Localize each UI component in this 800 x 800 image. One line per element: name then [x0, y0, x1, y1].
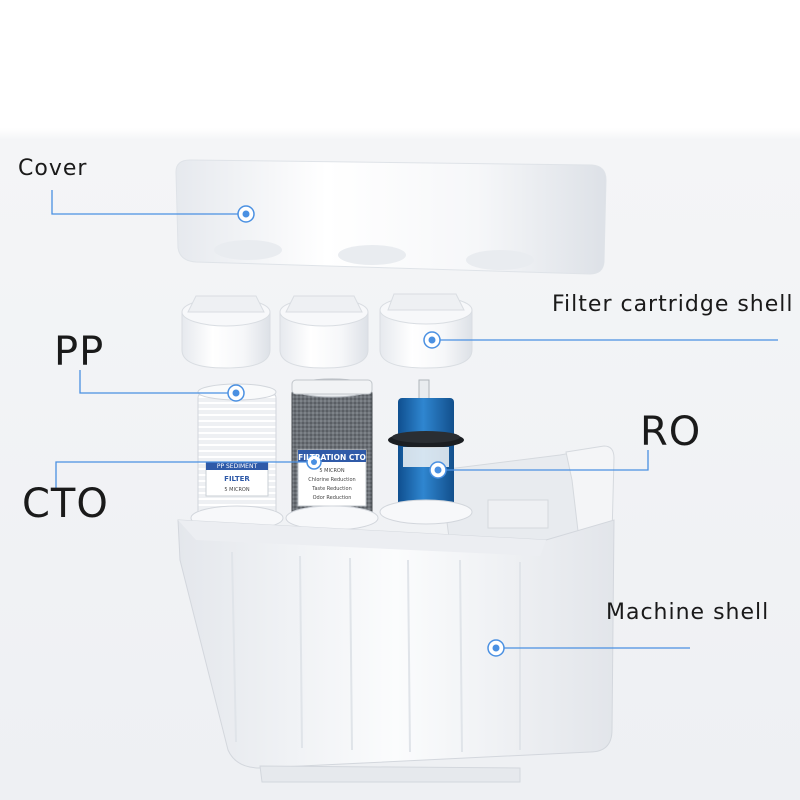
- leader-lines: [51, 190, 778, 649]
- cto-label-title: FILTRATION CTO: [298, 453, 366, 462]
- marker-cto: [306, 454, 322, 470]
- cto-cartridge: [291, 378, 373, 519]
- leader-line-ro: [438, 450, 649, 471]
- cover-part: [175, 159, 607, 275]
- leader-line-cover: [51, 190, 246, 215]
- marker-ro: [429, 461, 447, 479]
- marker-cover: [237, 205, 255, 223]
- marker-filter-shell: [423, 331, 441, 349]
- label-cover: Cover: [18, 156, 88, 181]
- label-machine-shell: Machine shell: [606, 600, 770, 625]
- cap-right: [379, 293, 473, 369]
- pp-label-line1: PP SEDIMENT: [217, 463, 258, 470]
- pp-cartridge: [197, 383, 277, 521]
- pp-label-line3: 5 MICRON: [224, 487, 249, 493]
- machine-shell-back: [439, 445, 615, 556]
- cto-label-line1: 5 MICRON: [319, 468, 344, 474]
- pp-label-line2: FILTER: [224, 475, 250, 483]
- label-cto: CTO: [22, 481, 109, 527]
- cap-middle: [279, 295, 369, 369]
- marker-machine-shell: [487, 639, 505, 657]
- leader-line-cto: [55, 461, 314, 490]
- cap-left: [181, 295, 271, 369]
- label-pp: PP: [54, 329, 105, 375]
- label-filter-cartridge-shell: Filter cartridge shell: [552, 292, 794, 317]
- cartridge-caps: [181, 293, 473, 369]
- cto-label-line4: Odor Reduction: [313, 495, 352, 501]
- leader-line-pp: [79, 370, 236, 394]
- machine-shell-front: [177, 519, 615, 783]
- marker-pp: [227, 384, 245, 402]
- markers: [227, 205, 505, 657]
- cto-label-line2: Chlorine Reduction: [308, 477, 355, 483]
- label-ro: RO: [640, 409, 702, 455]
- ro-membrane: [388, 379, 464, 508]
- cto-label-line3: Taste Reduction: [311, 486, 352, 492]
